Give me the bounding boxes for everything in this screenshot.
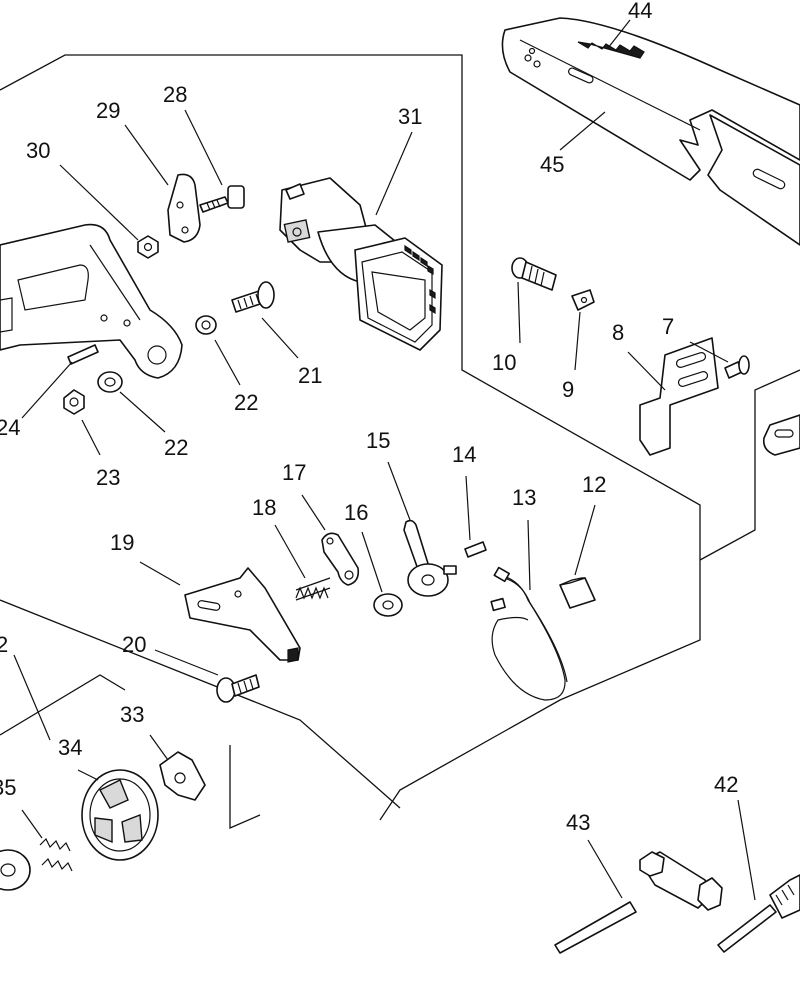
spring-35 [39, 837, 73, 872]
washer-22b [97, 371, 123, 393]
spring-18 [295, 577, 331, 601]
label-24: 24 [0, 415, 20, 440]
label-17: 17 [282, 460, 306, 485]
label-22-lower: 22 [164, 435, 188, 460]
label-28: 28 [163, 82, 187, 107]
label-9: 9 [562, 377, 574, 402]
plate-8 [639, 337, 719, 456]
label-22-upper: 22 [234, 390, 258, 415]
label-34: 34 [58, 735, 82, 760]
label-2: 2 [0, 632, 8, 657]
spacer-16 [373, 593, 403, 617]
lever-29 [167, 173, 201, 243]
nut-30 [137, 235, 159, 259]
bolt-28 [199, 185, 245, 213]
screw-7 [724, 355, 750, 379]
label-8: 8 [612, 320, 624, 345]
group-outline-upper [0, 54, 701, 821]
part-labels: 44 45 31 28 29 30 21 22 22 23 24 10 9 8 … [0, 0, 738, 835]
pin-24 [67, 344, 99, 365]
group-outline-clutch [0, 674, 261, 829]
block-12 [559, 577, 596, 609]
guide-bar [501, 17, 800, 246]
label-35: 35 [0, 775, 16, 800]
screwdriver-42 [717, 874, 800, 953]
label-42: 42 [714, 772, 738, 797]
clutch-hub-33 [159, 751, 206, 801]
leader-lines [13, 19, 756, 901]
nut-23 [63, 389, 85, 415]
bracket-right [762, 414, 800, 456]
screw-10 [511, 257, 557, 291]
plate-19 [184, 567, 301, 663]
label-19: 19 [110, 530, 134, 555]
label-18: 18 [252, 495, 276, 520]
label-23: 23 [96, 465, 120, 490]
label-13: 13 [512, 485, 536, 510]
nut-9 [571, 289, 595, 311]
washer-2 [0, 849, 31, 891]
washer-22a [195, 315, 217, 335]
band-13 [490, 566, 568, 701]
wrench-43 [554, 851, 723, 954]
label-12: 12 [582, 472, 606, 497]
label-14: 14 [452, 442, 476, 467]
label-44: 44 [628, 0, 652, 23]
label-21: 21 [298, 363, 322, 388]
brake-housing [0, 223, 183, 379]
screw-20 [216, 674, 260, 703]
chain-cover [279, 177, 443, 351]
bolt-21 [231, 281, 275, 313]
label-10: 10 [492, 350, 516, 375]
label-31: 31 [398, 104, 422, 129]
label-20: 20 [122, 632, 146, 657]
label-15: 15 [366, 428, 390, 453]
label-7: 7 [662, 314, 674, 339]
pin-14 [464, 541, 487, 558]
label-30: 30 [26, 138, 50, 163]
label-45: 45 [540, 152, 564, 177]
label-33: 33 [120, 702, 144, 727]
label-43: 43 [566, 810, 590, 835]
lever-15 [403, 519, 457, 597]
link-17 [321, 532, 360, 586]
group-outline-right [699, 369, 800, 561]
label-16: 16 [344, 500, 368, 525]
clutch-shoe-34 [81, 769, 159, 861]
label-29: 29 [96, 98, 120, 123]
